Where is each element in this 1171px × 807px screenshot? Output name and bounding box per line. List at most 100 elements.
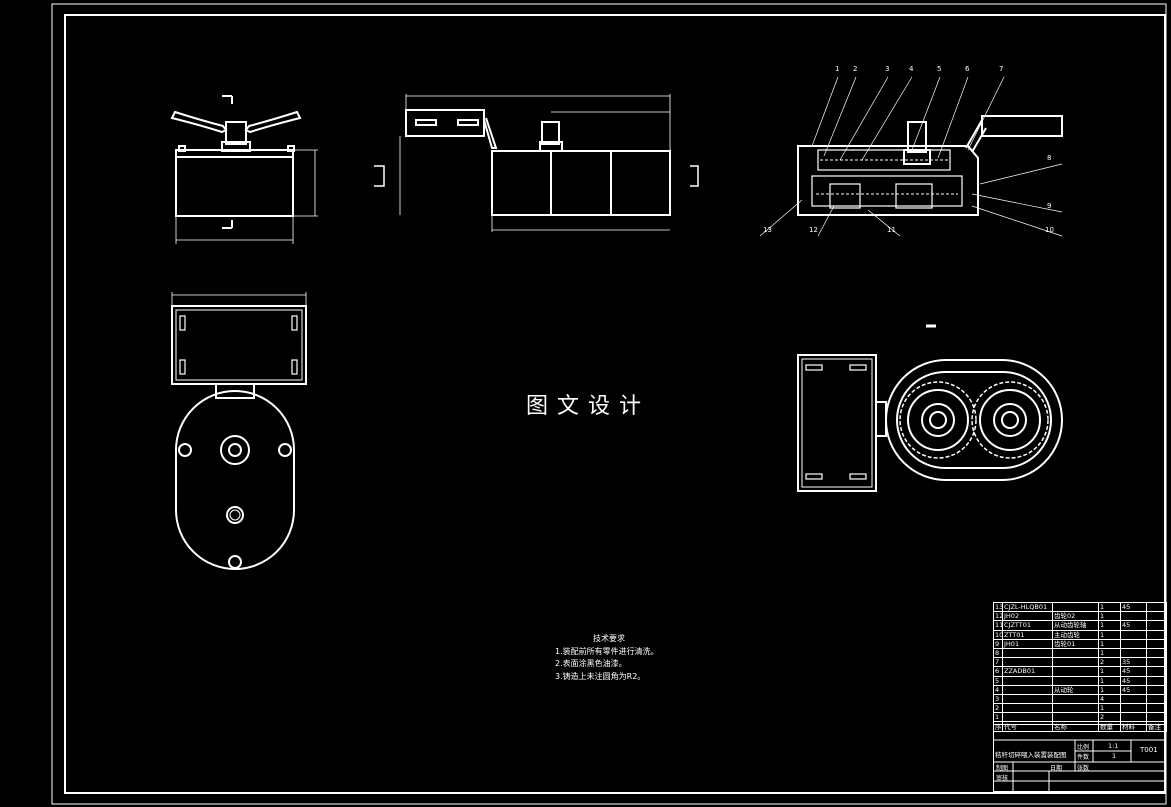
bom-cell-note (1146, 703, 1167, 714)
balloon-6: 6 (965, 65, 970, 73)
bom-cell-name: 齿轮02 (1052, 611, 1099, 622)
bom-cell-note (1146, 712, 1167, 723)
bom-cell-no: 7 (993, 657, 1003, 668)
tech-notes-heading: 技术要求 (593, 634, 625, 643)
bom-cell-code (1002, 647, 1053, 659)
bom-cell-name (1052, 693, 1099, 705)
bom-cell-name: 从动轮 (1052, 684, 1099, 695)
section-leaders (759, 76, 1063, 237)
tech-note-2: 2.表面涂黑色油漆。 (555, 659, 627, 668)
bom-cell-no: 13 (993, 601, 1003, 613)
bom-cell-no: 3 (993, 693, 1003, 705)
bom-cell-note (1146, 675, 1167, 686)
bom-cell-name (1052, 601, 1099, 613)
watermark: 图文设计 (526, 394, 651, 419)
bom-cell-name (1052, 675, 1099, 686)
balloon-2: 2 (853, 65, 858, 73)
bom-cell-no: 4 (993, 684, 1003, 695)
bom-cell-name: 主动齿轮 (1052, 629, 1099, 640)
bom-cell-mat (1120, 647, 1147, 659)
bom-cell-qty: 1 (1098, 611, 1121, 622)
bom-cell-code (1002, 712, 1053, 723)
section-view (797, 115, 1063, 216)
balloon-1: 1 (835, 65, 840, 73)
bom-cell-note (1146, 657, 1167, 668)
bom-header-row: 序号 代号 名称 数量 材料 备注 (993, 721, 1167, 732)
plan-view-dims (171, 292, 307, 306)
balloon-9: 9 (1047, 202, 1052, 210)
bom-cell-mat: 35 (1120, 657, 1147, 668)
checker-label: 审核 (996, 775, 1009, 782)
bom-cell-name (1052, 657, 1099, 668)
bom-cell-qty: 1 (1098, 647, 1121, 659)
bom-cell-qty: 2 (1098, 657, 1121, 668)
front-view (170, 95, 302, 229)
bom-cell-no: 11 (993, 620, 1003, 631)
balloon-5: 5 (937, 65, 942, 73)
bom-cell-code (1002, 693, 1053, 705)
bom-cell-note (1146, 620, 1167, 631)
bom-cell-code (1002, 675, 1053, 686)
bom-cell-note (1146, 601, 1167, 613)
bom-cell-code: JH01 (1002, 638, 1053, 649)
bom-cell-name: 齿轮01 (1052, 638, 1099, 649)
bom-cell-mat: 45 (1120, 620, 1147, 631)
bom-cell-code (1002, 703, 1053, 714)
bom-cell-mat (1120, 629, 1147, 640)
aa-section (797, 324, 1063, 492)
bom-cell-qty: 1 (1098, 601, 1121, 613)
scale-label: 比例 (1077, 744, 1090, 751)
balloon-10: 10 (1045, 226, 1054, 234)
bom-cell-name: 从动齿轮轴 (1052, 620, 1099, 631)
balloon-4: 4 (909, 65, 914, 73)
side-view-dims (399, 94, 671, 232)
bom-cell-qty: 1 (1098, 666, 1121, 677)
bom-cell-code: CJZTT01 (1002, 620, 1053, 631)
front-view-dims (175, 149, 318, 244)
balloon-12: 12 (809, 226, 818, 234)
balloon-3: 3 (885, 65, 890, 73)
bom-header-note: 备注 (1146, 721, 1167, 732)
qty-value: 1 (1112, 752, 1117, 760)
bom-cell-qty: 1 (1098, 684, 1121, 695)
balloon-8: 8 (1047, 154, 1052, 162)
bom-cell-qty: 4 (1098, 693, 1121, 705)
balloon-11: 11 (887, 226, 896, 234)
bom-cell-mat: 45 (1120, 675, 1147, 686)
title-block (993, 724, 1166, 792)
bom-cell-mat (1120, 693, 1147, 705)
bom-cell-mat: 45 (1120, 666, 1147, 677)
title-text: 秸秆切碎喂入装置装配图 (995, 751, 1067, 759)
bom-cell-note (1146, 611, 1167, 622)
bom-cell-mat: 45 (1120, 601, 1147, 613)
bom-cell-no: 6 (993, 666, 1003, 677)
side-view (374, 109, 699, 216)
bom-cell-code (1002, 684, 1053, 695)
bom-cell-no: 2 (993, 703, 1003, 714)
bom-cell-code: ZZADB01 (1002, 666, 1053, 677)
tech-note-1: 1.装配前所有零件进行清洗。 (555, 646, 659, 656)
scale-value: 1:1 (1108, 742, 1119, 750)
bom-cell-code: JH02 (1002, 611, 1053, 622)
bom-cell-note (1146, 629, 1167, 640)
plan-view (171, 305, 307, 570)
bom-cell-no: 10 (993, 629, 1003, 640)
bom-cell-note (1146, 693, 1167, 705)
bom-cell-mat (1120, 703, 1147, 714)
bom-cell-no: 1 (993, 712, 1003, 723)
drawing-number: T001 (1140, 746, 1158, 754)
